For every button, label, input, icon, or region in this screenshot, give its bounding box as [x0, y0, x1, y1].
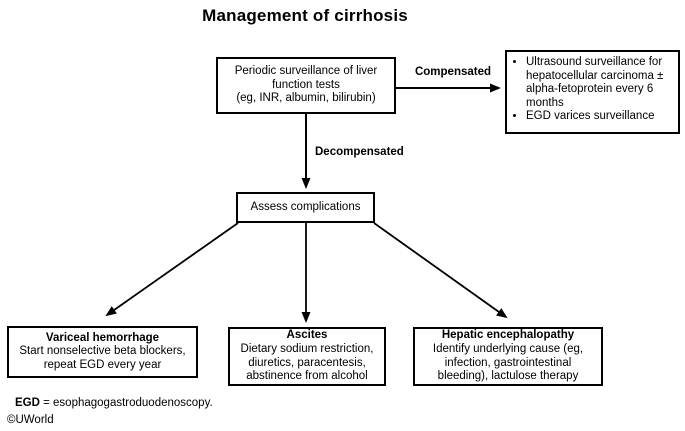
node-heading: Ascites [286, 329, 328, 342]
copyright-uworld: ©UWorld [7, 414, 54, 426]
arrow-to-variceal [105, 222, 239, 317]
node-compensated-actions: Ultrasound surveillance for hepatocellul… [505, 50, 680, 134]
node-ascites: Ascites Dietary sodium restriction, diur… [228, 327, 386, 386]
node-hepatic-encephalopathy: Hepatic encephalopathy Identify underlyi… [413, 327, 603, 386]
edge-label-decompensated: Decompensated [315, 146, 404, 158]
node-body: Dietary sodium restriction, diuretics, p… [240, 342, 374, 383]
node-heading: Variceal hemorrhage [45, 331, 160, 344]
list-item: EGD varices surveillance [526, 110, 674, 124]
footnote-rest: = esophagogastroduodenoscopy. [43, 397, 213, 409]
edge-label-compensated: Compensated [414, 66, 492, 78]
arrow-to-hepatic [373, 222, 508, 319]
node-body: Start nonselective beta blockers, repeat… [19, 345, 186, 371]
compensated-actions-list: Ultrasound surveillance for hepatocellul… [513, 56, 674, 124]
page-title: Management of cirrhosis [202, 6, 408, 25]
footnote-egd: EGD = esophagogastroduodenoscopy. [15, 397, 213, 409]
node-assess-complications: Assess complications [236, 192, 375, 223]
node-variceal-hemorrhage: Variceal hemorrhage Start nonselective b… [7, 326, 198, 378]
node-periodic-surveillance: Periodic surveillance of liver function … [216, 57, 396, 114]
node-heading: Hepatic encephalopathy [441, 329, 575, 342]
node-body: Identify underlying cause (eg, infection… [432, 342, 584, 383]
footnote-term: EGD [15, 397, 40, 409]
list-item: Ultrasound surveillance for hepatocellul… [526, 56, 674, 110]
